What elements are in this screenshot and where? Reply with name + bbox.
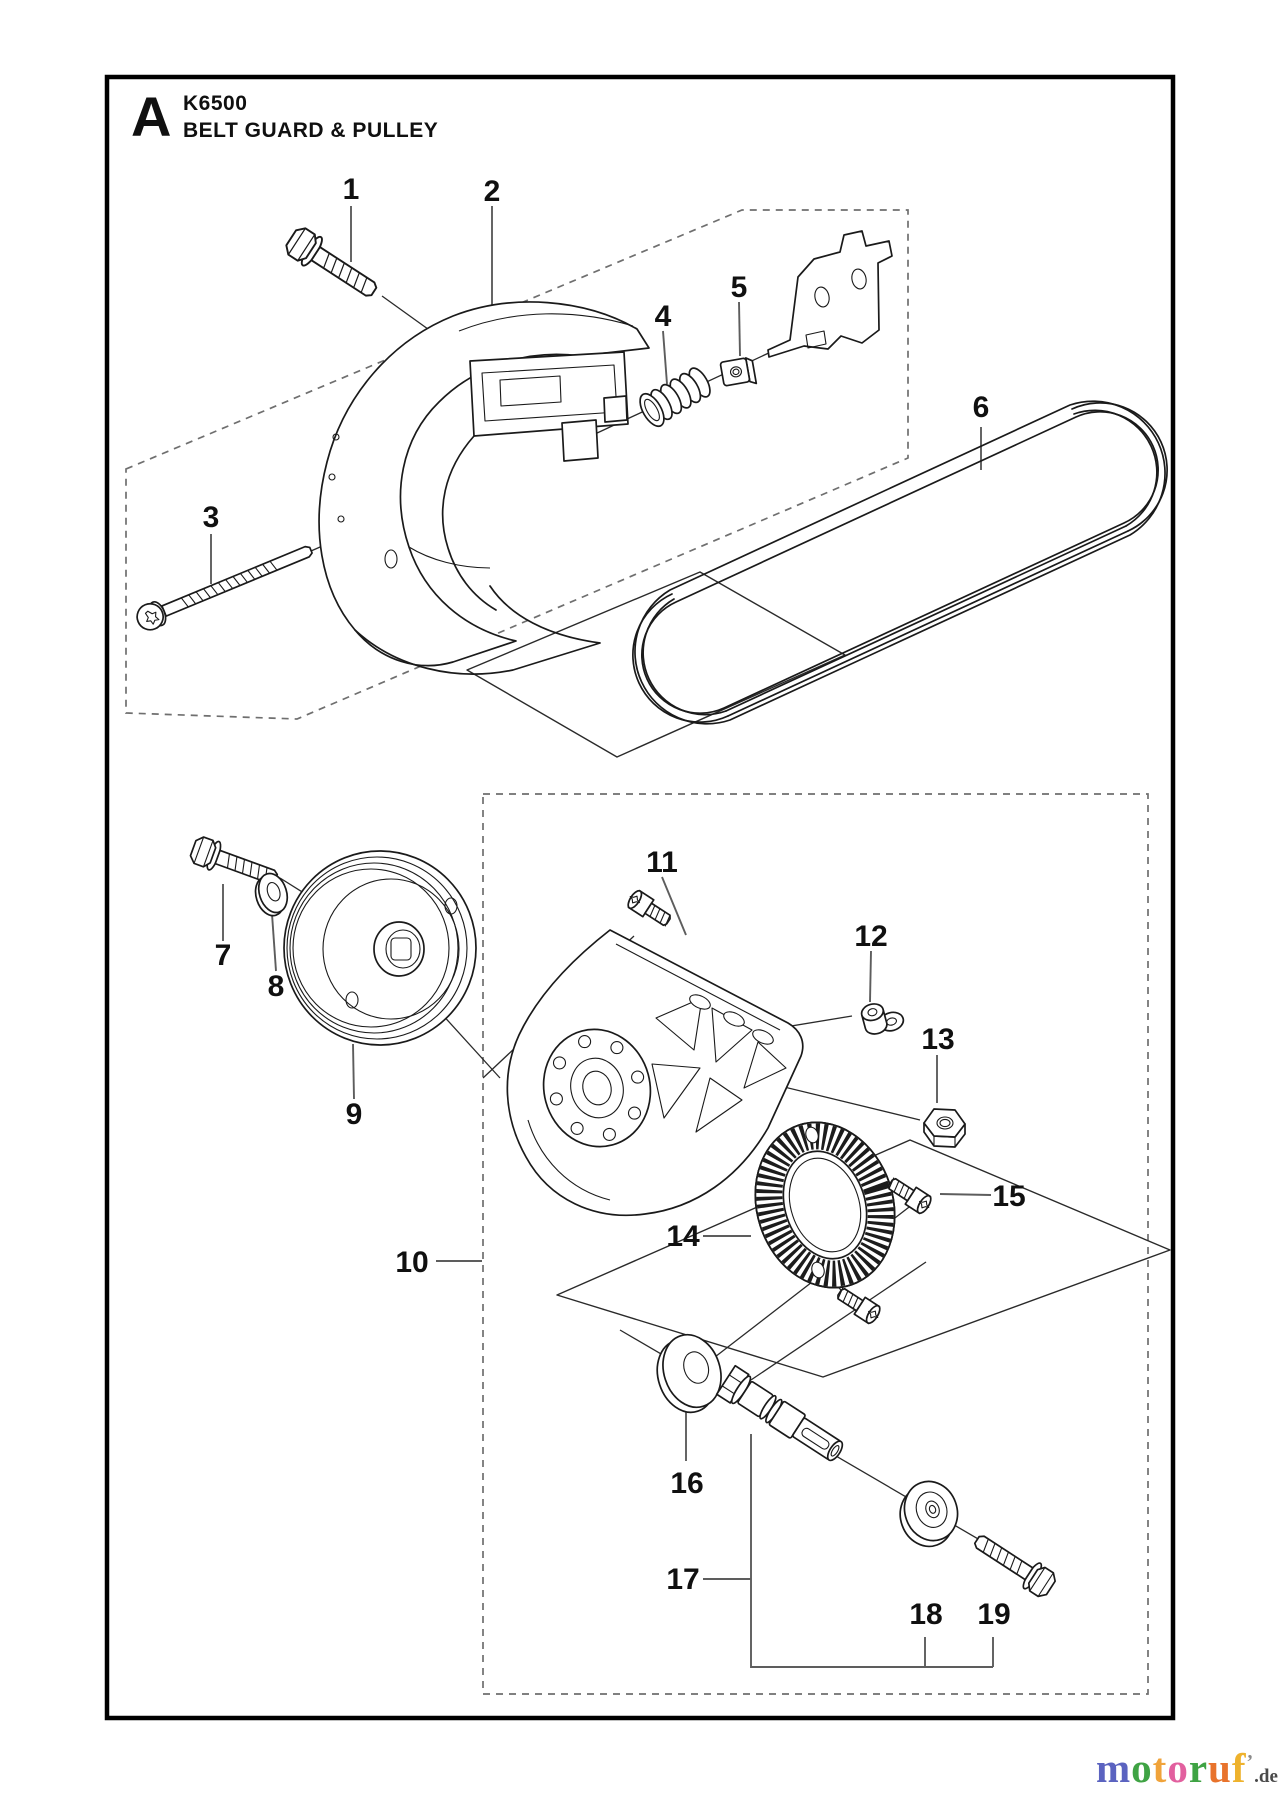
part-label-8: 8 — [268, 970, 285, 1003]
part-label-13: 13 — [921, 1023, 954, 1056]
part-14-friction-ring-drawing — [754, 1121, 896, 1289]
logo-tick: ’ — [1246, 1751, 1255, 1773]
part-label-4: 4 — [655, 300, 672, 333]
part-label-11: 11 — [646, 846, 678, 879]
page-title: BELT GUARD & PULLEY — [183, 119, 438, 142]
part-label-15: 15 — [992, 1180, 1025, 1213]
part-labels: 1 2 3 4 5 6 7 8 9 10 11 12 13 14 15 16 1… — [203, 173, 1026, 1631]
logo-letter: t — [1152, 1745, 1168, 1791]
part-18-belt-washer-drawing — [899, 1480, 959, 1548]
part-label-6: 6 — [973, 391, 990, 424]
diagram-border — [104, 74, 1176, 1721]
logo-letter: o — [1131, 1745, 1153, 1791]
part-1-bolt-drawing — [281, 222, 384, 307]
logo-letter: o — [1167, 1745, 1189, 1791]
logo-word: motoruf — [1096, 1745, 1246, 1791]
part-label-19: 19 — [977, 1598, 1010, 1631]
part-13-flange-nut-drawing — [923, 1108, 966, 1148]
logo-letter: u — [1208, 1745, 1232, 1791]
part-label-17: 17 — [666, 1563, 699, 1596]
logo-letter: m — [1096, 1745, 1132, 1791]
part-6-belt-drawing — [632, 400, 1168, 725]
part-11-screw-drawing — [623, 887, 675, 931]
part-17-shaft-drawing — [715, 1364, 844, 1462]
part-label-16: 16 — [670, 1467, 703, 1500]
part-16-washer-drawing — [656, 1333, 722, 1414]
logo-link[interactable]: motoruf’.de — [1096, 1744, 1278, 1792]
logo-suffix: .de — [1254, 1766, 1278, 1787]
belt-guard-plate-drawing — [506, 929, 804, 1217]
part-label-18: 18 — [909, 1598, 942, 1631]
part-12-nut-drawing — [860, 1003, 905, 1035]
part-label-3: 3 — [203, 501, 220, 534]
title-block: A K6500 BELT GUARD & PULLEY — [131, 85, 438, 148]
section-letter: A — [131, 85, 171, 148]
assembly-10-dashed-box — [482, 793, 1149, 1695]
logo-letter: f — [1231, 1745, 1247, 1791]
part-label-10: 10 — [395, 1246, 428, 1279]
leader-lines — [210, 206, 994, 1668]
part-label-7: 7 — [215, 939, 232, 972]
part-label-14: 14 — [666, 1220, 700, 1253]
part-9-pulley-drawing — [283, 850, 477, 1046]
part-2-belt-guard-drawing — [318, 301, 650, 675]
part-5-square-nut-drawing — [719, 357, 758, 387]
part-label-1: 1 — [343, 173, 360, 206]
part-4-spring-drawing — [639, 367, 711, 428]
part-19-bolt-drawing — [967, 1526, 1060, 1602]
assembly-2-dashed-box — [125, 209, 909, 720]
part-label-5: 5 — [731, 271, 748, 304]
logo-letter: r — [1188, 1745, 1209, 1791]
mid-plane-parallelogram — [466, 571, 846, 758]
part-3-screw-drawing — [136, 545, 313, 631]
bracket-plate-drawing — [767, 230, 893, 358]
part-8-washer-drawing — [254, 872, 289, 917]
model-title: K6500 — [183, 92, 247, 115]
part-label-12: 12 — [854, 920, 887, 953]
part-label-2: 2 — [484, 175, 501, 208]
part-label-9: 9 — [346, 1098, 363, 1131]
